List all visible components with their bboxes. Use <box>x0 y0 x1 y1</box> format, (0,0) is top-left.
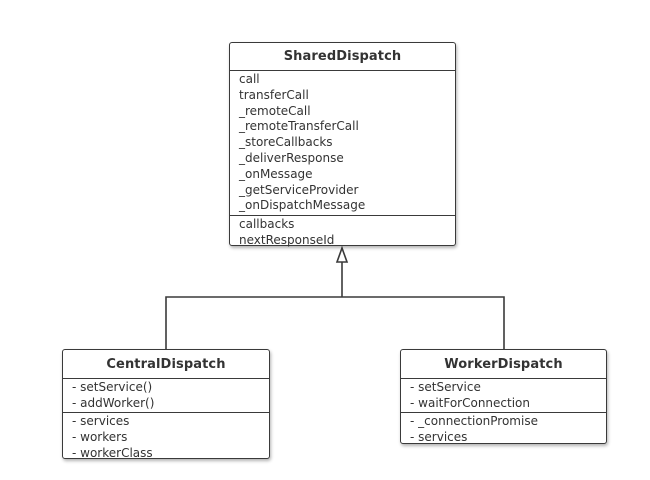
class-name: SharedDispatch <box>230 43 455 71</box>
attribute-item: - services <box>410 429 468 444</box>
class-central-dispatch[interactable]: CentralDispatch - setService() - addWork… <box>62 349 270 461</box>
class-name: WorkerDispatch <box>401 350 606 379</box>
attribute-item: - services <box>72 414 130 428</box>
class-worker-dispatch[interactable]: WorkerDispatch - setService - waitForCon… <box>400 349 607 444</box>
operation-item: transferCall <box>239 87 309 102</box>
operation-item: _remoteCall <box>239 103 311 118</box>
operation-item: - waitForConnection <box>410 395 530 410</box>
attributes-compartment: - services - workers - workerClass <box>63 412 269 461</box>
operation-item: _storeCallbacks <box>239 135 333 150</box>
attribute-item: - workers <box>72 429 128 444</box>
attribute-item: callbacks <box>239 217 295 231</box>
operation-item: - setService <box>410 380 481 394</box>
generalization-arrowhead <box>335 245 349 263</box>
operation-item: _deliverResponse <box>239 150 344 165</box>
class-name: CentralDispatch <box>63 350 269 379</box>
attribute-item: nextResponseId <box>239 232 335 247</box>
generalization-line-central <box>165 296 342 349</box>
operation-item: _onDispatchMessage <box>239 198 366 213</box>
operation-item: call <box>239 72 260 86</box>
generalization-line-worker <box>342 296 505 349</box>
operation-item: - addWorker() <box>72 395 155 410</box>
attributes-compartment: - _connectionPromise - services <box>401 412 606 446</box>
operations-compartment: - setService - waitForConnection <box>401 379 606 412</box>
operation-item: _onMessage <box>239 166 313 181</box>
operations-compartment: call transferCall _remoteCall _remoteTra… <box>230 71 455 215</box>
operations-compartment: - setService() - addWorker() <box>63 379 269 412</box>
attributes-compartment: callbacks nextResponseId <box>230 215 455 249</box>
operation-item: - setService() <box>72 380 153 394</box>
operation-item: _getServiceProvider <box>239 182 359 197</box>
class-shared-dispatch[interactable]: SharedDispatch call transferCall _remote… <box>229 42 456 249</box>
attribute-item: - _connectionPromise <box>410 414 538 428</box>
attribute-item: - workerClass <box>72 445 153 460</box>
operation-item: _remoteTransferCall <box>239 119 359 134</box>
